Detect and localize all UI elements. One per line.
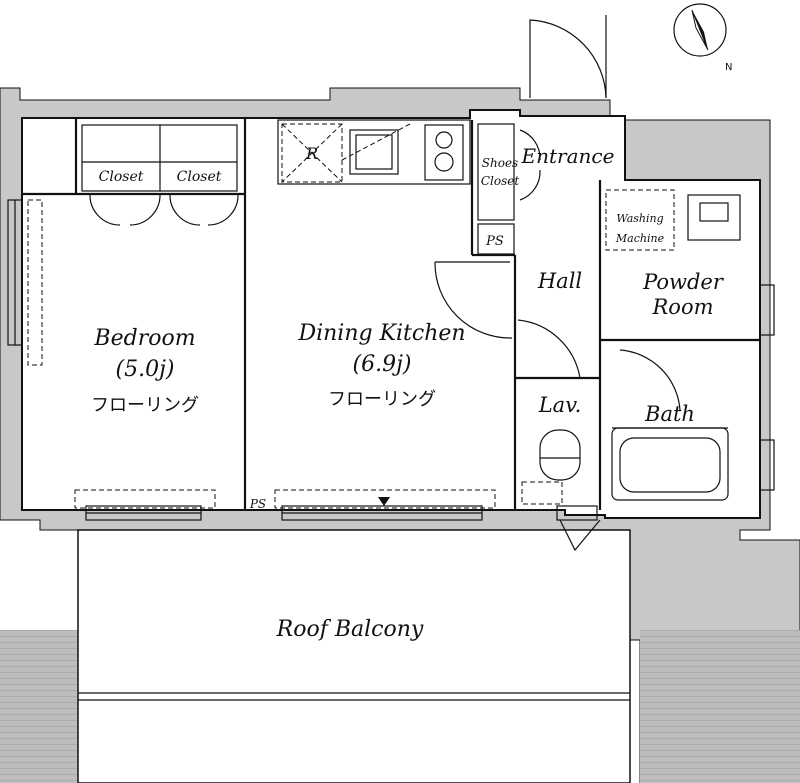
powder-room-label-1: Powder [642,270,725,294]
dining-kitchen-name: Dining Kitchen [297,321,465,346]
compass-icon: N [673,3,732,73]
closet-left-label: Closet [99,169,144,185]
kitchen-counter [277,119,471,506]
ps-lower-label: PS [249,497,266,511]
bedroom-floor: フローリング [91,395,199,416]
roof-balcony-label: Roof Balcony [276,617,424,642]
powder-room-label-2: Room [651,295,713,319]
ps-upper-label: PS [485,234,504,249]
dining-kitchen-floor: フローリング [328,389,436,410]
bedroom-name: Bedroom [93,326,195,351]
bath-fixtures [539,194,741,501]
closet-right-label: Closet [177,169,222,185]
dining-kitchen-size: (6.9j) [353,352,412,377]
interior-walls [22,118,760,510]
compass-north-label: N [725,62,732,73]
bath-label: Bath [644,402,695,426]
refrigerator-label: R [305,144,318,163]
shoes-closet-label-1: Shoes [482,156,518,170]
entrance-label: Entrance [521,144,615,168]
balcony-hatch-right [640,630,800,783]
roof-balcony: Roof Balcony [77,529,631,783]
balcony-hatch-left [0,630,80,783]
washing-machine-label-1: Washing [616,212,663,225]
bedroom-size: (5.0j) [116,357,175,382]
shoes-closet-label-2: Closet [481,174,520,188]
window-marker-icon [378,497,390,506]
washing-machine-label-2: Machine [615,232,665,245]
lav-label: Lav. [538,393,582,417]
doors [89,15,681,552]
windows [7,199,775,521]
dashed-outlines [27,123,675,509]
hall-label: Hall [537,269,582,293]
